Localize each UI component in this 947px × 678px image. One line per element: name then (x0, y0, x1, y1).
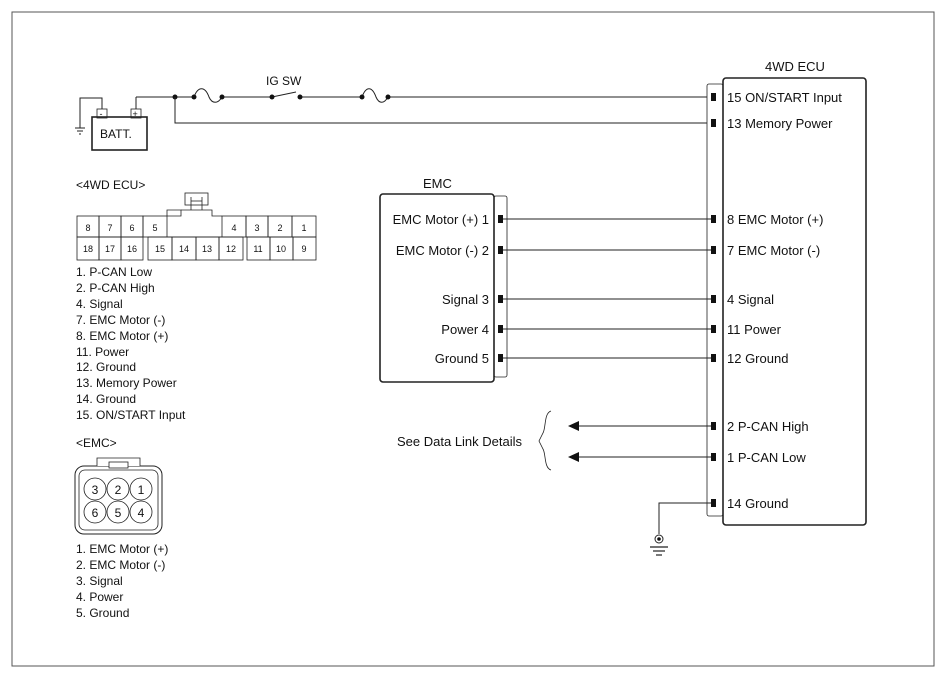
ecu-pin-num: 9 (301, 244, 306, 254)
ecu-pin-15: 15 ON/START Input (727, 90, 842, 105)
battery-ground-icon (75, 127, 85, 135)
data-link-label: See Data Link Details (397, 434, 523, 449)
emc-legend-item: 4. Power (76, 590, 123, 604)
ecu-legend-item: 8. EMC Motor (+) (76, 329, 168, 343)
emc-pin-num: 2 (115, 483, 122, 497)
ecu-pin-num: 13 (202, 244, 212, 254)
ecu-pin-12: 12 Ground (727, 351, 788, 366)
emc-legend-item: 1. EMC Motor (+) (76, 542, 168, 556)
ecu-legend-item: 7. EMC Motor (-) (76, 313, 165, 327)
data-link-group: See Data Link Details (397, 410, 711, 471)
ecu-pin-4: 4 Signal (727, 292, 774, 307)
ecu-pin-1: 1 P-CAN Low (727, 450, 806, 465)
ecu-pin-num: 10 (276, 244, 286, 254)
ignition-circuit: IG SW (136, 74, 712, 124)
latch-icon (184, 192, 209, 206)
battery-label: BATT. (100, 127, 132, 141)
ecu-pin-num: 1 (301, 223, 306, 233)
memory-power-wire (174, 97, 712, 124)
ecu-connector-bottom-row (76, 236, 317, 261)
emc-ecu-wires (503, 218, 711, 359)
ecu-pin-num: 17 (105, 244, 115, 254)
ecu-pin-14: 14 Ground (727, 496, 788, 511)
ecu-pin-num: 5 (152, 223, 157, 233)
ecu-legend-item: 2. P-CAN High (76, 281, 155, 295)
emc-pin-num: 5 (115, 506, 122, 520)
ecu-body (722, 77, 867, 526)
emc-connector-view: <EMC> 3 2 1 6 5 4 1. EMC Motor (+) 2. EM… (74, 436, 168, 620)
emc-title: EMC (423, 176, 452, 191)
battery (91, 116, 148, 151)
ecu-pin-num: 11 (253, 244, 262, 254)
ecu-legend-item: 1. P-CAN Low (76, 265, 152, 279)
emc-pin-2: EMC Motor (-) 2 (396, 243, 489, 258)
ecu-pin-11: 11 Power (727, 322, 782, 337)
ecu-pin-num: 3 (254, 223, 259, 233)
ecu-pin-num: 8 (85, 223, 90, 233)
emc-latch-icon (108, 461, 129, 469)
ecu-pin-num: 14 (179, 244, 189, 254)
emc-pin-num: 3 (92, 483, 99, 497)
emc-pin-1: EMC Motor (+) 1 (393, 212, 489, 227)
ecu-pin-7: 7 EMC Motor (-) (727, 243, 820, 258)
ecu-title: 4WD ECU (765, 59, 825, 74)
ecu-pin-num: 4 (231, 223, 236, 233)
ecu-legend-item: 14. Ground (76, 392, 136, 406)
emc-connector-strip (493, 195, 508, 378)
ig-switch-label: IG SW (266, 74, 302, 88)
ecu-legend-item: 15. ON/START Input (76, 408, 186, 422)
ecu-pin-num: 7 (107, 223, 112, 233)
emc-pin-num: 4 (138, 506, 145, 520)
emc-legend-item: 2. EMC Motor (-) (76, 558, 165, 572)
ecu-pin-num: 6 (129, 223, 134, 233)
ecu-pin-2: 2 P-CAN High (727, 419, 809, 434)
ecu-pin-num: 18 (83, 244, 93, 254)
ecu-connector-view: <4WD ECU> (76, 178, 317, 422)
ecu-pin-8: 8 EMC Motor (+) (727, 212, 823, 227)
battery-neg-label: - (100, 109, 103, 119)
ecu-legend-item: 12. Ground (76, 360, 136, 374)
emc-body (379, 193, 495, 383)
emc-box: EMC EMC Motor (+) 1 EMC Motor (-) 2 Sign… (379, 176, 508, 383)
emc-connector-title: <EMC> (76, 436, 117, 450)
emc-legend-item: 3. Signal (76, 574, 123, 588)
emc-pin-3: Signal 3 (442, 292, 489, 307)
battery-ground-wire (79, 97, 103, 128)
ecu-connector-title: <4WD ECU> (76, 178, 145, 192)
ecu-legend-item: 13. Memory Power (76, 376, 177, 390)
emc-pin-5: Ground 5 (435, 351, 489, 366)
arrow-left-icon-2 (568, 452, 579, 462)
ground-icon (650, 534, 668, 556)
ecu-legend-item: 4. Signal (76, 297, 123, 311)
battery-group: BATT. - + (75, 97, 148, 151)
brace-icon (538, 410, 552, 471)
ecu-pin-num: 12 (226, 244, 236, 254)
arrow-left-icon (568, 421, 579, 431)
emc-pin-4: Power 4 (441, 322, 489, 337)
ecu-pin-num: 16 (127, 244, 137, 254)
ig-switch-icon (271, 91, 297, 98)
fuse-icon-2 (361, 88, 389, 103)
emc-pin-num: 1 (138, 483, 145, 497)
emc-legend-item: 5. Ground (76, 606, 129, 620)
ecu-pin-13: 13 Memory Power (727, 116, 833, 131)
diagram-frame (11, 11, 935, 667)
ecu-pin-num: 2 (277, 223, 282, 233)
emc-pin-num: 6 (92, 506, 99, 520)
ecu-box: 4WD ECU 15 ON/START Input 13 Memory Powe… (706, 59, 867, 526)
ecu-legend-item: 11. Power (76, 345, 129, 359)
battery-pos-label: + (133, 109, 138, 119)
fuse-icon (193, 88, 223, 103)
ecu-pin-num: 15 (155, 244, 165, 254)
ecu-ground-group (650, 502, 711, 556)
